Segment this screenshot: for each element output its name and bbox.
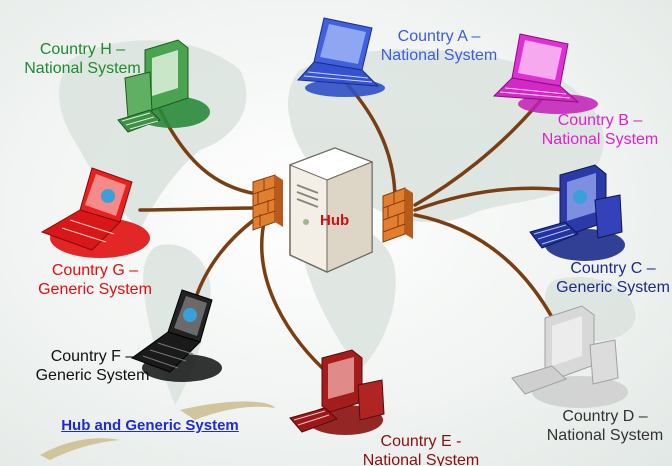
link-b [413,93,547,207]
links [138,80,572,377]
country-a-computer [296,17,385,97]
country-e-label: Country E - National System [356,432,486,466]
country-h-label-line2: National System [24,60,141,77]
country-c-computer [529,164,625,261]
hub-label: Hub [320,212,350,229]
country-d-computer [511,305,628,408]
country-a-label-line2: National System [380,47,498,64]
link-f [193,212,264,302]
link-e [260,216,332,377]
server [288,147,374,273]
country-a-label: Country A – National System [375,27,503,65]
country-d-label-line1: Country D – [562,408,648,425]
link-c [413,186,567,212]
country-h-label: Country H – National System [10,40,155,78]
link-g [138,206,262,212]
hub [252,147,413,273]
country-e-label-line1: Country E - [380,433,462,450]
firewall-right [382,187,413,243]
firewall-left [252,174,283,231]
country-f-label-line2: Generic System [35,367,150,384]
country-h-computer [117,39,210,133]
country-d-label-line2: National System [546,427,664,444]
country-f-computer [130,289,222,382]
country-g-computer [40,167,150,258]
country-b-label-line1: Country B – [557,112,643,129]
country-g-label: Country G – Generic System [20,261,170,299]
country-f-label: Country F – Generic System [20,347,165,385]
country-e-computer [289,349,385,435]
country-c-label-line1: Country C – [570,260,656,277]
country-e-label-line2: National System [362,452,480,466]
country-h-label-line1: Country H – [39,41,126,58]
country-g-label-line2: Generic System [38,281,152,298]
country-d-label: Country D – National System [540,407,670,445]
diagram-title[interactable]: Hub and Generic System [61,417,239,434]
decorative-swoosh [180,401,275,420]
country-a-label-line1: Country A – [397,28,481,45]
country-c-label: Country C – Generic System [554,259,672,297]
country-b-label: Country B – National System [534,111,666,149]
decorative-swoosh-2 [40,438,120,460]
country-b-computer [492,33,598,114]
country-g-label-line1: Country G – [51,262,139,279]
country-f-label-line1: Country F – [50,348,135,365]
country-c-label-line2: Generic System [556,279,670,296]
country-b-label-line2: National System [541,131,659,148]
